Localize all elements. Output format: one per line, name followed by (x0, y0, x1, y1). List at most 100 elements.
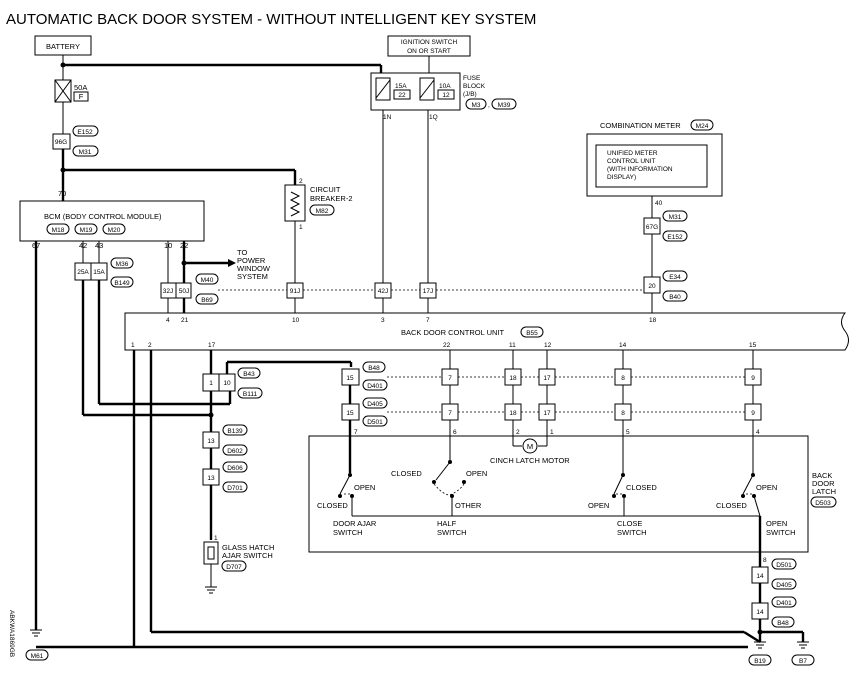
connector-id-m31: M31 (79, 149, 92, 156)
connector-id-badge (110, 276, 134, 288)
connector-96g-pin: 96G (55, 139, 67, 146)
sw1-b: CLOSED (317, 501, 348, 510)
breaker-label-1: CIRCUIT (310, 185, 341, 194)
main-fuse-id: F (79, 92, 84, 101)
to-power-1: TO (237, 248, 247, 257)
sw4-name-2: SWITCH (766, 528, 796, 537)
connector-id-badge (491, 98, 517, 110)
sw2-name-1: HALF (437, 519, 457, 528)
connector-id-badge (771, 558, 797, 570)
conn-50j: 50J (179, 288, 189, 295)
gnd-c2-pin: 14 (756, 609, 764, 616)
connector-id-badge (748, 654, 772, 666)
conn-17j: 17J (423, 288, 433, 295)
fuse-block-conn-m3: M3 (471, 102, 480, 109)
bcm-sub-25a: 25A (77, 269, 89, 276)
motor-symbol: M (527, 442, 533, 451)
latch-pin-5: 5 (626, 429, 630, 436)
connector-id-badge (771, 616, 795, 628)
diagram-title: AUTOMATIC BACK DOOR SYSTEM - WITHOUT INT… (6, 11, 536, 28)
fuse-10a-amp: 10A (439, 83, 451, 90)
row2-v0: 15 (346, 410, 354, 417)
bdcu-bot-pin-14: 14 (619, 342, 627, 349)
conn-13-a: 13 (207, 438, 215, 445)
row2-id-d405: D405 (367, 401, 383, 408)
connector-id-badge (222, 461, 248, 473)
row2-v1: 7 (448, 410, 452, 417)
connector-id-badge (74, 223, 98, 235)
bcm-conn-m19: M19 (80, 227, 93, 234)
breaker-label-2: BREAKER-2 (310, 194, 353, 203)
conn-32j: 32J (163, 288, 173, 295)
row1-v4: 8 (621, 375, 625, 382)
bdcu-bot-pin-11: 11 (509, 342, 516, 349)
to-power-3: WINDOW (237, 264, 271, 273)
fuse-out-1n: 1N (383, 114, 392, 121)
connector-id-badge (662, 270, 688, 282)
meter-pin-40: 40 (655, 200, 663, 207)
diagram-code: ABKWA1869GB (8, 610, 15, 657)
gnd-c1-pin: 14 (756, 573, 764, 580)
bdcu-bot-pin-12: 12 (544, 342, 552, 349)
connector-id-badge (771, 596, 797, 608)
conn-m31-meter: M31 (669, 214, 682, 221)
back-door-latch-box (308, 435, 809, 553)
ground-icon (30, 629, 42, 637)
bdcu-top-pin-10: 10 (292, 317, 300, 324)
connector-id-badge (72, 145, 99, 157)
conn-b139: B139 (227, 428, 243, 435)
connector-id-badge (110, 257, 134, 269)
ground-m61: M61 (31, 653, 44, 660)
connector-96g (52, 133, 71, 150)
connector-id-e152: E152 (77, 129, 93, 136)
conn-b111: B111 (243, 391, 258, 398)
sw4-name-1: OPEN (766, 519, 787, 528)
ground-b19: B19 (754, 658, 766, 665)
sw3-b: OPEN (588, 501, 609, 510)
ground-icon (797, 641, 809, 649)
fuse-block-label-2: BLOCK (463, 83, 486, 90)
conn-67g: 67G (646, 224, 658, 231)
connector-id-badge (195, 293, 219, 305)
latch-pin-6: 6 (453, 429, 457, 436)
arrow-icon (228, 259, 236, 267)
cinch-latch-motor-icon (522, 438, 538, 454)
fuse-15a-id-box (393, 89, 411, 100)
main-fuse-id-box (73, 91, 89, 102)
row2-v2: 18 (509, 410, 517, 417)
glass-hatch-switch (203, 541, 219, 565)
glass-label-1: GLASS HATCH (222, 543, 274, 552)
motor-label: CINCH LATCH MOTOR (490, 456, 570, 465)
sw1-name-2: SWITCH (333, 528, 363, 537)
conn-b43-pin1: 1 (209, 380, 213, 387)
conn-m40: M40 (201, 277, 214, 284)
latch-id: D503 (815, 500, 831, 507)
bdcu-top-pin-3: 3 (381, 317, 385, 324)
conn-b43-pin10: 10 (223, 380, 231, 387)
breaker-pin-in: 2 (299, 178, 303, 185)
connector-id-badge (25, 649, 49, 661)
connector-id-badge (362, 397, 388, 409)
connector-id-badge (791, 654, 815, 666)
glass-pin: 1 (214, 535, 218, 542)
bcm-sub-15a: 15A (93, 269, 105, 276)
connector-id-badge (662, 290, 688, 302)
connector-id-badge (72, 125, 99, 137)
glass-label-2: AJAR SWITCH (222, 551, 273, 560)
conn-d602: D602 (227, 448, 243, 455)
bcm-sub-m36: M36 (116, 261, 129, 268)
bdcu-top-pin-18: 18 (649, 317, 657, 324)
breaker-pin-out: 1 (299, 224, 303, 231)
bdcu-bot-pin-17: 17 (208, 342, 216, 349)
fuse-15a-amp: 15A (395, 83, 407, 90)
latch-label-1: BACK (812, 471, 832, 480)
ignition-label-1: IGNITION SWITCH (401, 39, 458, 46)
sw2-a: CLOSED (391, 469, 422, 478)
main-fuse-amp: 50A (74, 83, 87, 92)
connector-id-badge (662, 210, 688, 222)
fuse-block-label-1: FUSE (463, 75, 481, 82)
conn-e152-meter: E152 (667, 234, 683, 241)
bdcu-bot-pin-22: 22 (443, 342, 451, 349)
conn-13-b: 13 (207, 475, 215, 482)
row1-v3: 17 (543, 375, 551, 382)
